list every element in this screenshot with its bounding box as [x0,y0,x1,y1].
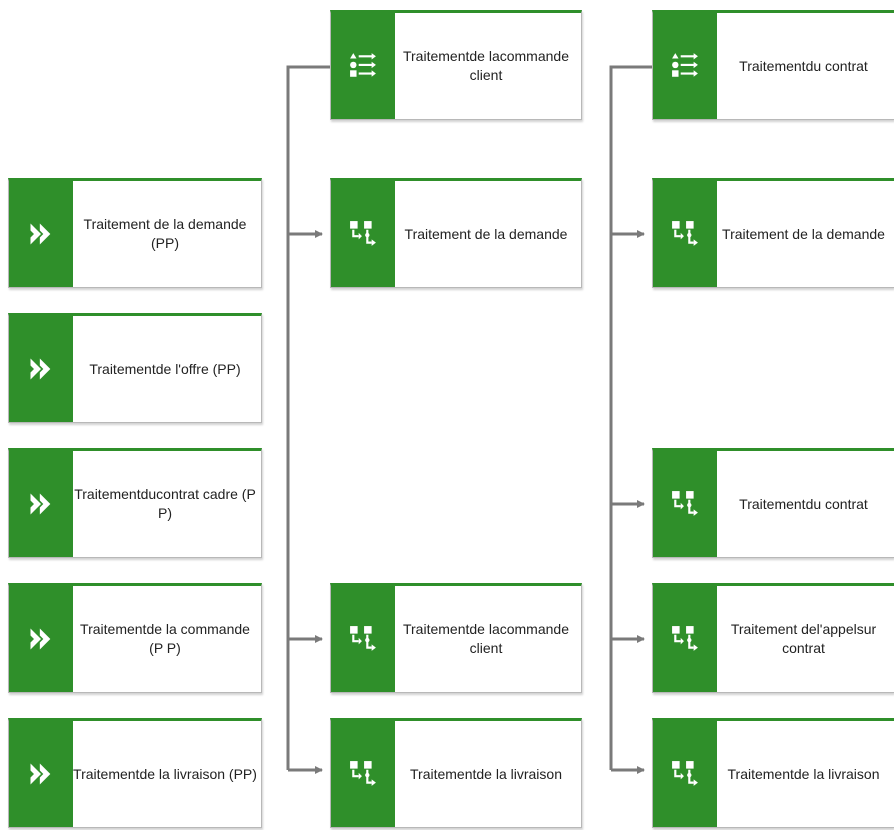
left-process-box-commande[interactable]: Traitementde la commande (P P) [8,583,262,693]
process-flow-icon [671,220,699,248]
process-icon-area [653,586,717,692]
chevron-double-right-icon [27,490,55,518]
middle-box-livraison[interactable]: Traitementde la livraison [330,718,582,828]
list-icon [349,52,377,80]
process-label: Traitement de la demande (PP) [83,216,247,251]
process-label: Traitementde l'offre (PP) [89,360,241,377]
process-label: Traitementducontrat cadre (P P) [74,486,256,521]
process-label: Traitementde la commande (P P) [80,621,250,656]
process-flow-icon [671,490,699,518]
middle-header-box[interactable]: Traitementde lacommande client [330,10,582,120]
process-label: Traitementde lacommande client [402,48,569,83]
right-box-appel-contrat[interactable]: Traitement del'appelsur contrat [652,583,894,693]
process-label: Traitementdu contrat [739,495,868,512]
process-icon-area [9,586,73,692]
chevron-double-right-icon [27,760,55,788]
left-process-box-demande[interactable]: Traitement de la demande (PP) [8,178,262,288]
process-icon-area [331,181,395,287]
process-label: Traitementde la livraison (PP) [73,765,257,782]
process-label: Traitementde lacommande client [402,621,569,656]
process-icon-area [653,13,717,119]
process-icon-area [331,586,395,692]
chevron-double-right-icon [27,625,55,653]
left-process-box-offre[interactable]: Traitementde l'offre (PP) [8,313,262,423]
middle-trunk-line [286,65,330,770]
process-icon-area [9,181,73,287]
process-icon-area [331,721,395,827]
process-label: Traitementdu contrat [739,57,868,74]
right-box-livraison[interactable]: Traitementde la livraison [652,718,894,828]
right-box-contrat[interactable]: Traitementdu contrat [652,448,894,558]
process-icon-area [653,451,717,557]
chevron-double-right-icon [27,355,55,383]
process-flow-icon [671,625,699,653]
list-icon [671,52,699,80]
process-icon-area [331,13,395,119]
process-icon-area [653,181,717,287]
process-label: Traitement de la demande [722,225,885,242]
process-flow-icon [349,760,377,788]
right-trunk-line [609,65,652,770]
process-label: Traitement del'appelsur contrat [730,621,877,656]
process-label: Traitementde la livraison [410,765,562,782]
process-label: Traitementde la livraison [727,765,880,782]
middle-box-demande[interactable]: Traitement de la demande [330,178,582,288]
process-icon-area [9,451,73,557]
chevron-double-right-icon [27,220,55,248]
right-box-demande[interactable]: Traitement de la demande [652,178,894,288]
middle-box-commande-client[interactable]: Traitementde lacommande client [330,583,582,693]
process-label: Traitement de la demande [404,225,568,242]
process-icon-area [653,721,717,827]
process-flow-icon [671,760,699,788]
process-flow-icon [349,625,377,653]
process-flow-icon [349,220,377,248]
process-icon-area [9,316,73,422]
right-header-box[interactable]: Traitementdu contrat [652,10,894,120]
left-process-box-livraison[interactable]: Traitementde la livraison (PP) [8,718,262,828]
process-icon-area [9,721,73,827]
left-process-box-contrat-cadre[interactable]: Traitementducontrat cadre (P P) [8,448,262,558]
